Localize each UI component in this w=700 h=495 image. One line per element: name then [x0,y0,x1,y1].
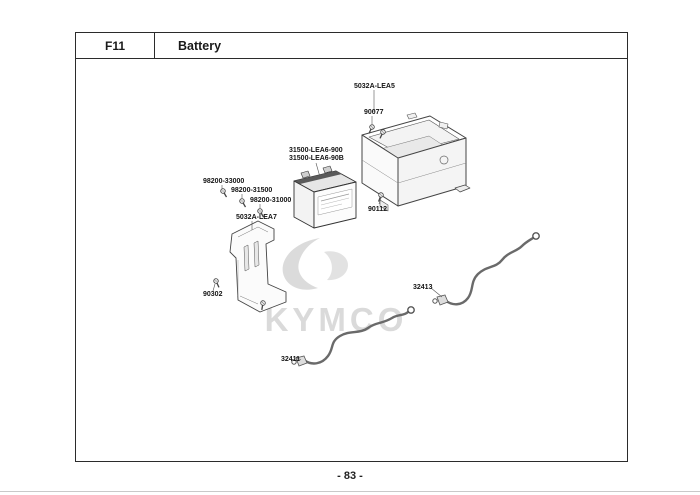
section-title: Battery [178,39,222,53]
part-label-box-screw: 90077 [364,109,384,116]
part-label-battery-box: 5032A-LEA5 [354,83,395,90]
section-code-box: F11 [75,32,155,59]
battery [293,165,357,229]
header-divider [75,57,628,59]
kymco-emblem-icon [282,238,348,290]
part-label-screw-1: 98200-33000 [203,178,244,185]
part-label-cable-lower: 32411 [281,356,300,363]
part-label-screw-3: 98200-31000 [250,197,291,204]
battery-cable-right [432,232,540,306]
page-bottom-edge [0,491,700,492]
page-number: - 83 - [337,470,363,482]
part-label-box-bolt: 90112 [368,206,387,213]
mounting-bracket [229,220,287,313]
part-label-cable-right: 32413 [413,284,433,291]
part-label-battery-1: 31500-LEA6-900 [289,147,343,154]
kymco-watermark: KYMCO [265,238,408,338]
diagram-frame [75,32,628,462]
screw-icon [219,187,230,199]
part-label-battery-2: 31500-LEA6-90B [289,155,344,162]
battery-box [361,112,471,212]
part-label-bracket: 5032A-LEA7 [236,214,277,221]
leader-lines [212,90,443,361]
screw-icon [238,197,249,209]
part-label-screw-2: 98200-31500 [231,187,272,194]
kymco-watermark-text: KYMCO [265,301,408,338]
part-label-bracket-screw: 90302 [203,291,223,298]
section-code: F11 [104,38,125,53]
